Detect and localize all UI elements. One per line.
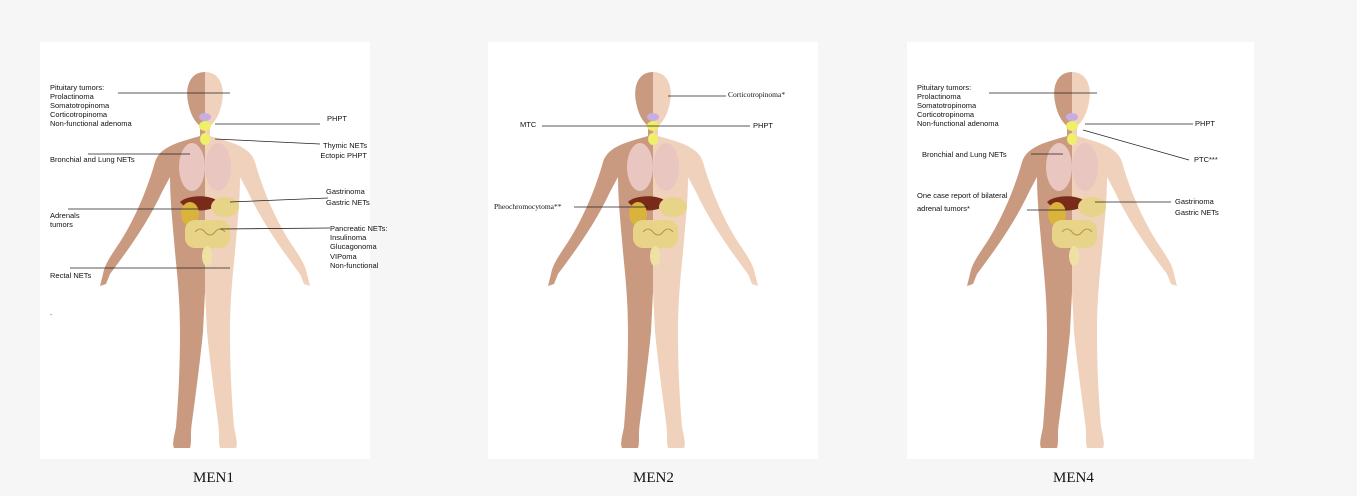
corticotropinoma-label: Corticotropinoma*	[728, 90, 785, 99]
pituitary-item: Corticotropinoma	[917, 110, 974, 119]
pheochromocytoma-label: Pheochromocytoma**	[494, 202, 562, 211]
one-case-report-label: One case report of bilateral	[917, 191, 1007, 200]
adrenals-label: Adrenals	[50, 211, 80, 220]
pancreatic-item: Glucagonoma	[330, 242, 377, 251]
pituitary-item: Somatotropinoma	[917, 101, 976, 110]
pituitary-tumors-label: Pituitary tumors:	[50, 83, 104, 92]
gastrinoma-label: Gastrinoma	[1175, 197, 1214, 206]
bronchial-lung-nets-label: Bronchial and Lung NETs	[922, 150, 1007, 159]
men2-body-figure	[488, 42, 818, 459]
phpt-label: PHPT	[327, 114, 347, 123]
gastric-nets-label: Gastric NETs	[326, 198, 370, 207]
men4-title: MEN4	[1053, 470, 1094, 487]
stray-dash: -	[50, 312, 52, 319]
men4-panel: Pituitary tumors: Prolactinoma Somatotro…	[907, 42, 1254, 459]
ectopic-phpt-label: Ectopic PHPT	[313, 151, 367, 160]
men1-title: MEN1	[193, 470, 234, 487]
men2-title: MEN2	[633, 470, 674, 487]
phpt-label: PHPT	[753, 121, 773, 130]
thymic-nets-label: Thymic NETs	[323, 141, 367, 150]
pituitary-item: Non-functional adenoma	[917, 119, 999, 128]
gastric-nets-label: Gastric NETs	[1175, 208, 1219, 217]
bronchial-lung-nets-label: Bronchial and Lung NETs	[50, 155, 135, 164]
rectal-nets-label: Rectal NETs	[50, 271, 91, 280]
adrenals-tumors-label: tumors	[50, 220, 73, 229]
gastrinoma-label: Gastrinoma	[326, 187, 365, 196]
ptc-label: PTC***	[1194, 155, 1218, 164]
men2-panel: Corticotropinoma* MTC PHPT Pheochromocyt…	[488, 42, 818, 459]
pituitary-item: Non-functional adenoma	[50, 119, 132, 128]
pituitary-item: Corticotropinoma	[50, 110, 107, 119]
adrenal-tumors-label: adrenal tumors*	[917, 204, 970, 213]
pancreatic-item: Non-functional	[330, 261, 378, 270]
pituitary-tumors-label: Pituitary tumors:	[917, 83, 971, 92]
pituitary-item: Somatotropinoma	[50, 101, 109, 110]
mtc-label: MTC	[520, 120, 536, 129]
phpt-label: PHPT	[1195, 119, 1215, 128]
pituitary-item: Prolactinoma	[50, 92, 94, 101]
pancreatic-nets-label: Pancreatic NETs:	[330, 224, 388, 233]
pancreatic-item: Insulinoma	[330, 233, 366, 242]
pituitary-item: Prolactinoma	[917, 92, 961, 101]
pancreatic-item: VIPoma	[330, 252, 357, 261]
men1-panel: Pituitary tumors: Prolactinoma Somatotro…	[40, 42, 370, 459]
